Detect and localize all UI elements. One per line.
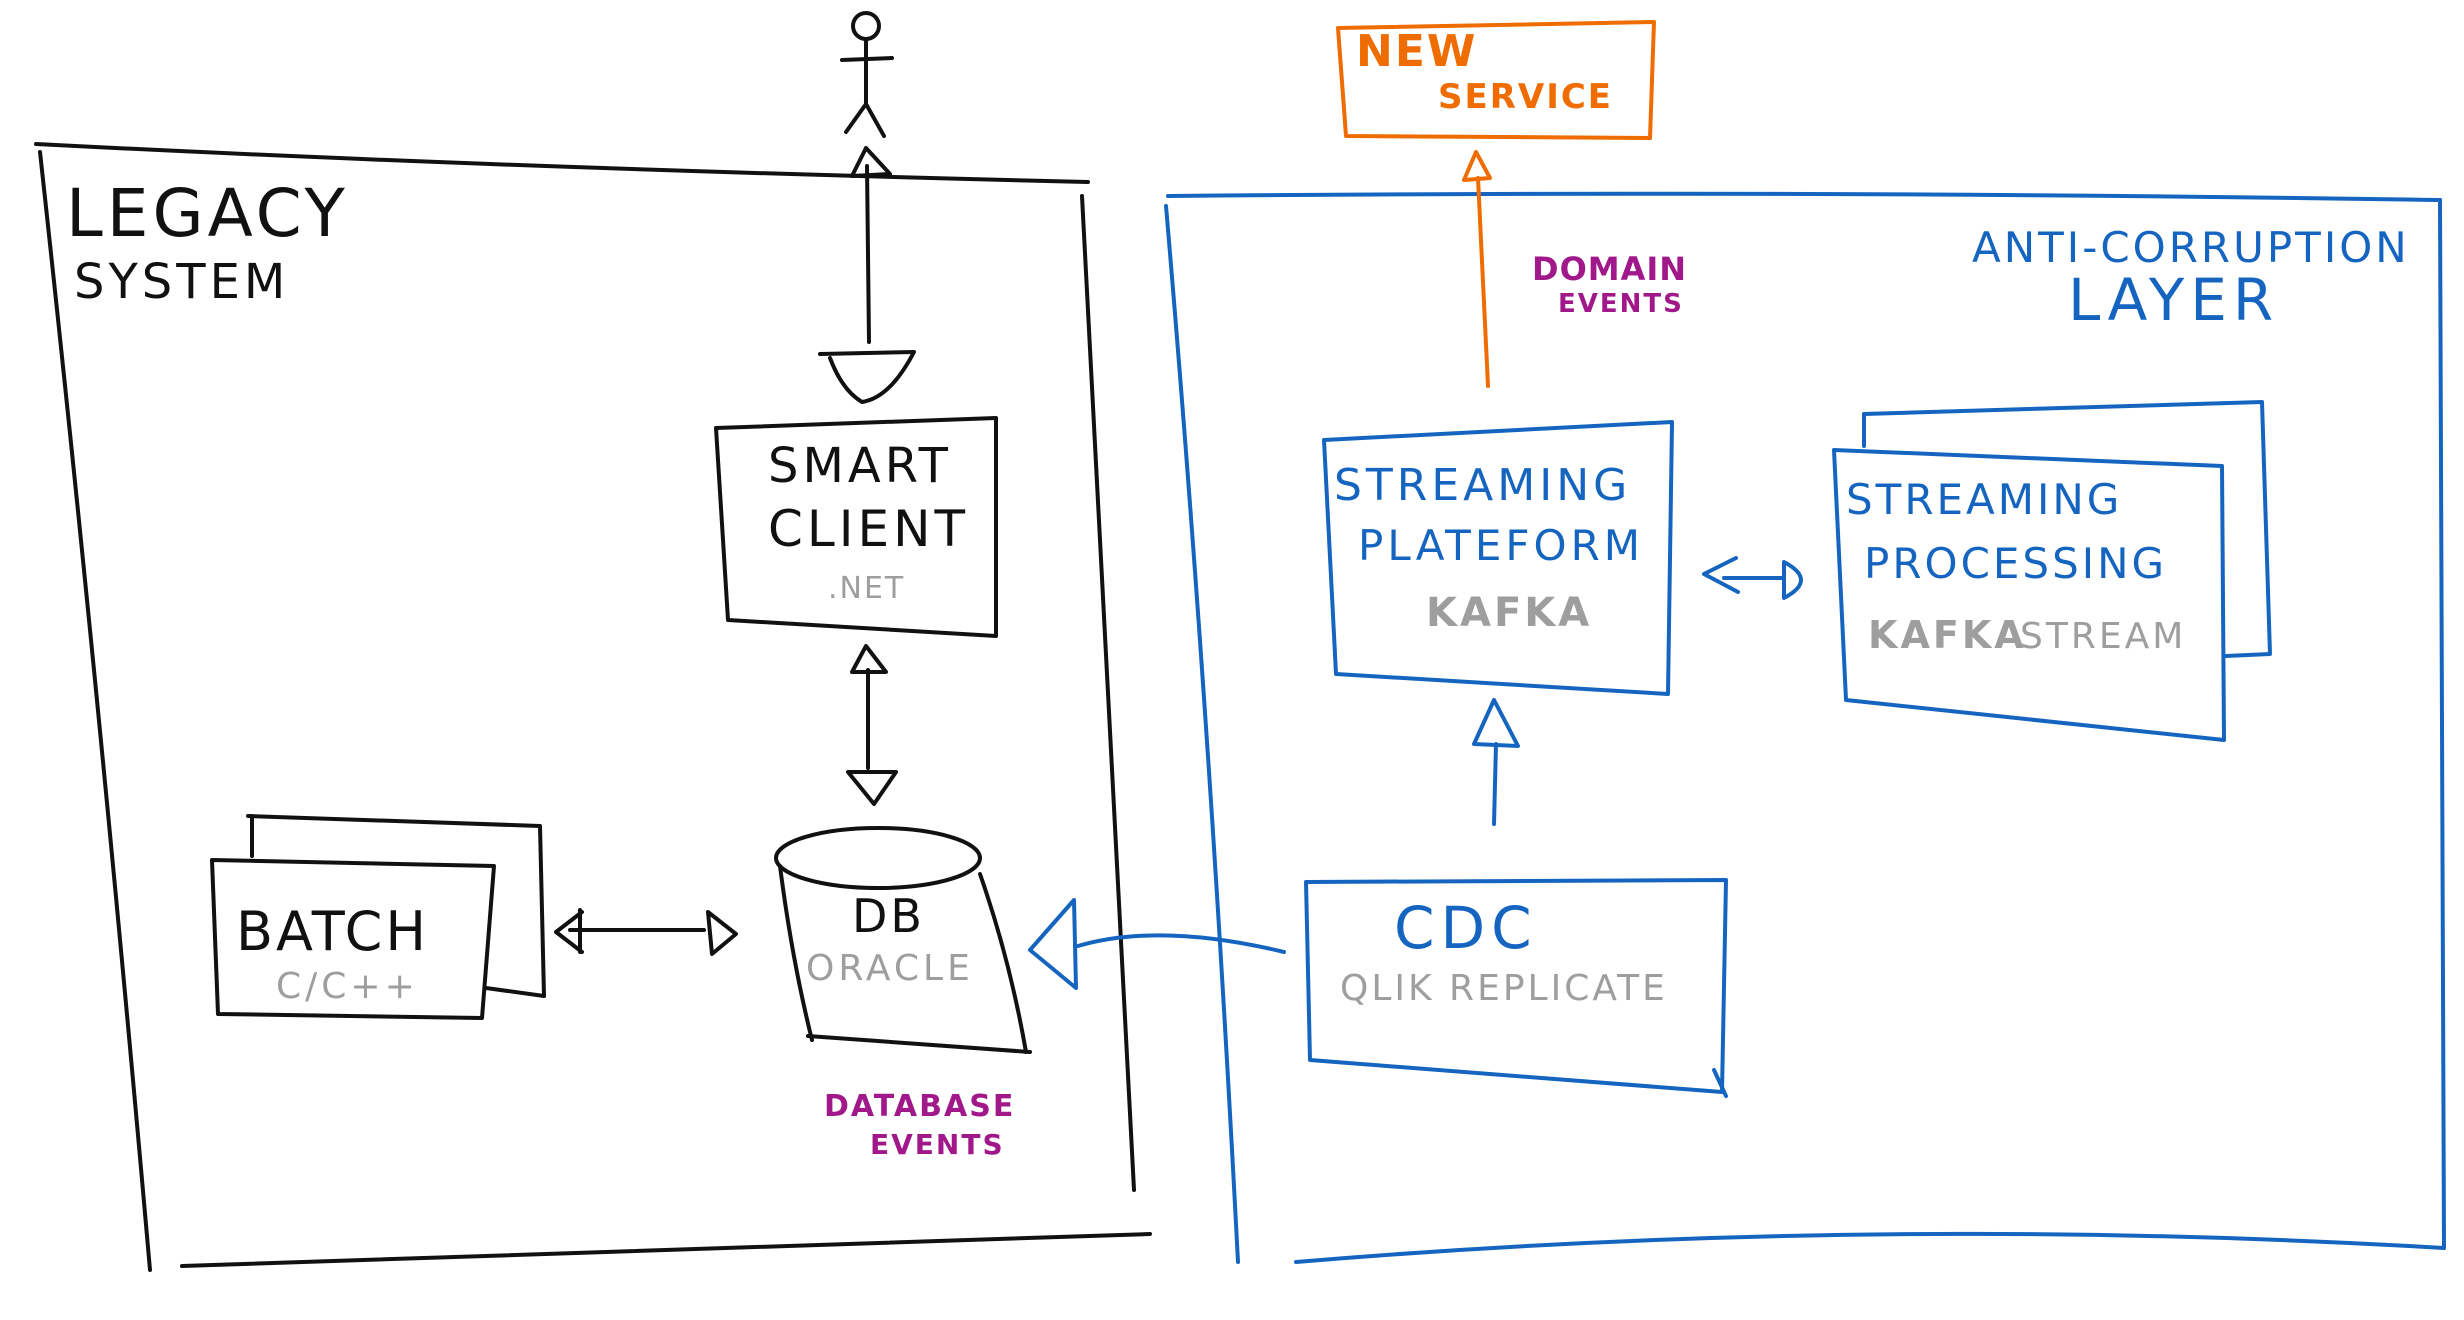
- user-client-arrow: [818, 146, 916, 404]
- db-label: DB: [852, 889, 925, 943]
- streaming-processing-tech2: STREAM: [2020, 616, 2186, 657]
- smart-client-tech: .NET: [828, 571, 905, 606]
- batch-db-arrow: [554, 908, 738, 956]
- streaming-platform-line1: STREAMING: [1334, 460, 1631, 511]
- legacy-title-line2: SYSTEM: [74, 254, 289, 310]
- acl-title-line2: LAYER: [2068, 266, 2279, 334]
- cdc-tech: QLIK REPLICATE: [1340, 968, 1668, 1009]
- streaming-processing-line1: STREAMING: [1846, 475, 2122, 524]
- cdc-label: CDC: [1394, 894, 1538, 962]
- smart-client-line2: CLIENT: [768, 500, 969, 558]
- database-events-line1: DATABASE: [824, 1089, 1015, 1124]
- smart-client-box: [714, 416, 998, 638]
- user-icon: [840, 11, 894, 138]
- batch-label: BATCH: [236, 900, 429, 963]
- domain-events-line2: EVENTS: [1558, 289, 1684, 319]
- platform-newservice-arrow: [1462, 150, 1492, 388]
- new-service-line1: NEW: [1356, 26, 1477, 77]
- streaming-platform-tech: KAFKA: [1426, 590, 1592, 636]
- legacy-title-line1: LEGACY: [66, 175, 349, 252]
- cdc-box: [1304, 878, 1728, 1098]
- smart-client-line1: SMART: [768, 438, 952, 494]
- streaming-processing-box: [1832, 400, 2272, 742]
- database-events-line2: EVENTS: [870, 1128, 1005, 1161]
- streaming-platform-box: [1322, 420, 1674, 696]
- client-db-arrow: [846, 644, 898, 806]
- streaming-platform-line2: PLATEFORM: [1358, 521, 1644, 570]
- streaming-processing-tech1: KAFKA: [1868, 613, 2027, 657]
- domain-events-line1: DOMAIN: [1532, 250, 1687, 288]
- legacy-system-boundary: [34, 142, 1152, 1272]
- db-tech: ORACLE: [806, 948, 974, 989]
- streaming-processing-line2: PROCESSING: [1864, 539, 2167, 588]
- batch-box: [210, 814, 546, 1020]
- cdc-platform-arrow: [1472, 698, 1520, 826]
- cdc-db-arrow: [1028, 898, 1286, 990]
- platform-processing-arrow: [1702, 556, 1803, 600]
- acl-boundary: [1164, 191, 2446, 1264]
- database-cylinder: [774, 826, 1032, 1054]
- new-service-line2: SERVICE: [1438, 77, 1613, 117]
- batch-tech: C/C++: [276, 966, 419, 1007]
- new-service-box: [1336, 20, 1656, 140]
- acl-title-line1: ANTI-CORRUPTION: [1972, 223, 2410, 272]
